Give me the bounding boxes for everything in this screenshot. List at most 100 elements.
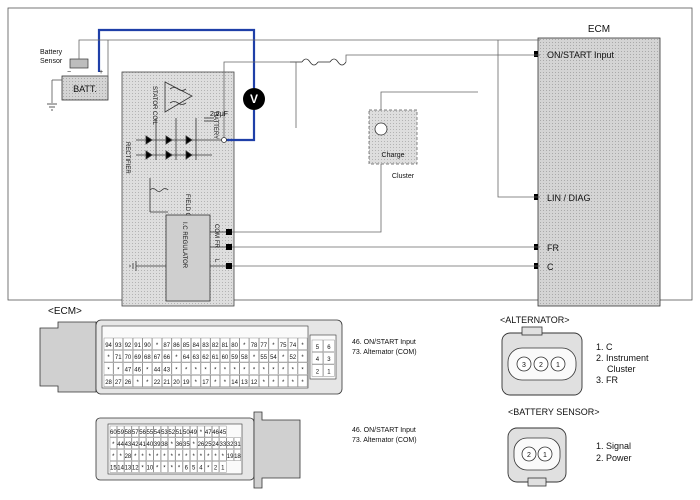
ecm-upper-cell: [142, 350, 153, 363]
ecm-upper-cell: [297, 350, 308, 363]
ecm-upper-pin-label: *: [292, 368, 295, 374]
ecm-upper-pin-label: *: [272, 380, 275, 386]
ecm-upper-pin-label: 54: [270, 355, 277, 361]
ecm-lower-pin-label: *: [178, 454, 181, 460]
ecm-lower-cell: [109, 425, 117, 438]
ecm-upper-pin-label: *: [301, 368, 304, 374]
ecm-lower-cell: [138, 437, 147, 449]
ecm-lower-pin-label: *: [112, 454, 115, 460]
ecm-lower-pin-label: 52: [168, 430, 175, 436]
ecm-upper-cell: [288, 362, 298, 375]
schematic-frame: [7, 7, 693, 301]
ecm-lower-pin-label: *: [163, 466, 166, 472]
ecm-upper-cell: [132, 337, 143, 350]
ecm-lower-cell: [146, 449, 154, 461]
ecm-lower-cell: [204, 461, 212, 473]
ecm-lower-pin-label: *: [141, 466, 144, 472]
ecm-upper-side-cell: [311, 364, 324, 377]
ecm-lower-cell: [131, 437, 139, 449]
ecm-lower-pin-label: 55: [147, 430, 154, 436]
ecm-lower-cell: [109, 449, 117, 461]
ecm-upper-pin-label: *: [204, 368, 207, 374]
ecm-lower-pin-label: *: [214, 454, 217, 460]
ecm-lower-pin-label: 32: [227, 442, 234, 448]
ecm-upper-cell: [249, 337, 259, 350]
ecm-upper-pin-label: *: [233, 368, 236, 374]
ecm-upper-cell: [200, 362, 211, 375]
ecm-upper-side-pin-label: 5: [316, 345, 320, 351]
ecm-lower-pin-label: 24: [212, 442, 219, 448]
ecm-upper-pin-label: 61: [212, 355, 219, 361]
battery-plus-icon: +: [99, 69, 103, 76]
ecm-upper-cell: [181, 362, 191, 375]
ecm-upper-pin-label: 80: [231, 343, 238, 349]
battery-terminal-label: BATTERY: [212, 112, 218, 139]
ecm-lower-pin-label: *: [141, 454, 144, 460]
alt-ground-icon: [129, 261, 137, 271]
ecm-upper-side-cell: [311, 339, 324, 352]
ecm-lower-pin-label: *: [149, 454, 152, 460]
ecm-upper-cell: [123, 337, 133, 350]
ecm-upper-cell: [152, 337, 162, 350]
battery-sensor: [69, 58, 89, 69]
ecm-input-fr: FR: [547, 243, 559, 253]
ecm-lower-cell: [168, 461, 176, 473]
ecm-lower-cell: [160, 437, 169, 449]
ecm-upper-cell: [288, 375, 298, 388]
ecm-upper-pin-label: *: [214, 380, 217, 386]
ecm-lower-cell: [175, 425, 183, 438]
ecm-lower-cell: [190, 461, 198, 473]
ecm-upper-pin-label: 82: [212, 343, 219, 349]
ecm-upper-pin-label: *: [107, 368, 110, 374]
ecm-lower-cell: [175, 449, 183, 461]
ecm-lower-cell: [233, 449, 242, 461]
ecm-lower-pin-label: 14: [117, 466, 124, 472]
ecm-upper-cell: [181, 375, 191, 388]
ecm-lower-cell: [153, 461, 161, 473]
ecm-upper-pin-label: *: [292, 380, 295, 386]
ecm-lower-pin-label: 44: [117, 442, 124, 448]
ecm-upper-side-pin-label: 1: [327, 370, 331, 376]
ecm-upper-pin-label: *: [146, 380, 149, 386]
ecm-upper-pin-label: 58: [241, 355, 248, 361]
ecm-input-onstart: ON/START Input: [547, 50, 615, 60]
ecm-lower-pin-label: 10: [147, 466, 154, 472]
ecm-upper-cell: [142, 362, 153, 375]
ecm-upper-cell: [152, 375, 162, 388]
ecm-upper-pin-label: *: [224, 380, 227, 386]
ecm-lower-cell: [117, 449, 125, 461]
ecm-upper-pin-label: 68: [144, 355, 151, 361]
ecm-lower-pin-label: 43: [125, 442, 132, 448]
voltmeter-icon: [243, 88, 265, 110]
ecm-upper-cell: [278, 375, 288, 388]
ecm-block: [537, 37, 661, 307]
ecm-lower-pin-label: 49: [190, 430, 197, 436]
ecm-lower-pin-label: 59: [117, 430, 124, 436]
ecm-lower-cell: [131, 425, 139, 438]
ecm-upper-pin-label: *: [136, 380, 139, 386]
ecm-lower-cell: [175, 437, 183, 449]
ecm-upper-cell: [259, 350, 269, 363]
alt-pin-3: 3: [522, 362, 526, 369]
ecm-upper-cell: [249, 375, 259, 388]
ecm-upper-pin-label: 92: [125, 343, 132, 349]
ecm-upper-pin-label: *: [175, 368, 178, 374]
ecm-upper-cell: [113, 337, 123, 350]
ecm-lower-pin-label: 42: [132, 442, 139, 448]
ic-regulator: [165, 214, 211, 302]
ecm-upper-cell: [103, 362, 114, 375]
ecm-upper-pin-label: 46: [134, 368, 141, 374]
ecm-lower-cell: [160, 425, 169, 438]
ecm-upper-cell: [220, 375, 230, 388]
ecm-lower-pin-label: *: [200, 454, 203, 460]
ecm-lower-pin-label: 26: [198, 442, 205, 448]
ecm-lower-pin-label: *: [192, 442, 195, 448]
ecm-upper-cell: [278, 362, 288, 375]
ecm-lower-pin-label: *: [185, 454, 188, 460]
ecm-upper-cell: [220, 350, 230, 363]
ecm-lower-pin-label: *: [156, 454, 159, 460]
ecm-upper-cell: [210, 375, 220, 388]
ecm-lower-cell: [124, 449, 132, 461]
ecm-lower-pin-label: 39: [154, 442, 161, 448]
